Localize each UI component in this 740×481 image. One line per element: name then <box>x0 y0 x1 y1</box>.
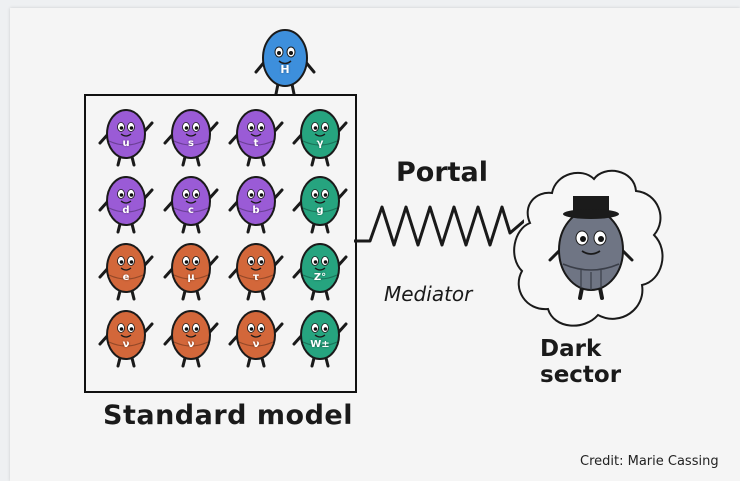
particle-13: ν <box>162 304 220 368</box>
mediator-spring <box>354 205 524 247</box>
particle-1: s <box>162 103 220 167</box>
dark-sector-label: Dark sector <box>540 336 621 388</box>
particle-14: ν <box>227 304 285 368</box>
particle-10: τ <box>227 237 285 301</box>
standard-model-title: Standard model <box>103 400 353 431</box>
particle-9: μ <box>162 237 220 301</box>
particle-15: W± <box>291 304 349 368</box>
mediator-label: Mediator <box>384 282 473 306</box>
portal-label: Portal <box>396 157 489 188</box>
particle-4: d <box>97 170 155 234</box>
particle-11: Z° <box>291 237 349 301</box>
particle-8: e <box>97 237 155 301</box>
particle-12: ν <box>97 304 155 368</box>
dark-label-line2: sector <box>540 362 622 388</box>
particle-2: t <box>227 103 285 167</box>
particle-6: b <box>227 170 285 234</box>
particle-0: u <box>97 103 155 167</box>
particle-7: g <box>291 170 349 234</box>
dark-sector-character <box>548 196 634 300</box>
particle-5: c <box>162 170 220 234</box>
dark-label-line1: Dark <box>540 336 602 362</box>
credit-text: Credit: Marie Cassing <box>580 454 719 469</box>
particle-3: γ <box>291 103 349 167</box>
higgs-particle: H <box>252 22 318 96</box>
standard-model-box <box>84 94 357 393</box>
